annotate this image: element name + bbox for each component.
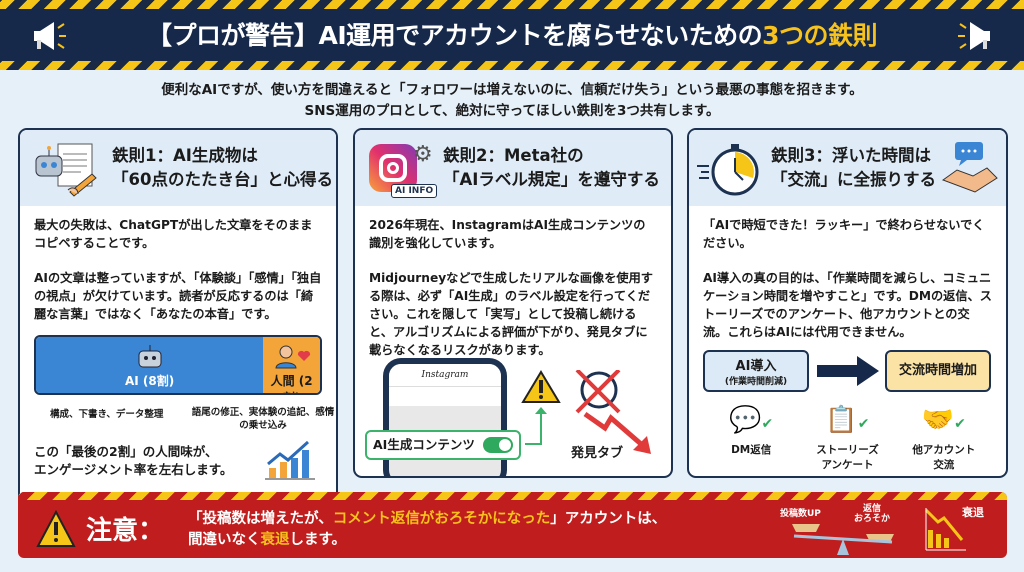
decline-chart-icon bbox=[924, 508, 966, 551]
hazard-stripe bbox=[18, 492, 1007, 500]
flow-ai-adoption-box: AI導入(作業時間削減) bbox=[703, 350, 809, 392]
robot-writing-icon bbox=[35, 143, 97, 197]
caution-banner: 注意： 「投稿数は増えたが、コメント返信がおろそかになった」アカウントは、 間違… bbox=[18, 492, 1007, 558]
person-heart-icon bbox=[275, 345, 310, 369]
hazard-stripe-top bbox=[0, 0, 1024, 9]
rule-2-card: ⚙ AI INFO 鉄則2：Meta社の「AIラベル規定」を遵守する 2026年… bbox=[353, 128, 673, 478]
rule-1-paragraph: 最大の失敗は、ChatGPTが出した文章をそのままコピペすることです。 bbox=[34, 218, 313, 250]
gear-icon: ⚙ bbox=[413, 142, 433, 167]
handshake-icon: 🤝✔ bbox=[921, 405, 966, 435]
chat-handshake-icon bbox=[941, 142, 998, 193]
scale-left-label: 投稿数UP bbox=[780, 509, 821, 519]
warning-icon bbox=[36, 510, 76, 547]
rule-3-header: 鉄則3：浮いた時間は「交流」に全振りする bbox=[689, 130, 1006, 206]
rule-3-body: 「AIで時短できた！ラッキー」で終わらせないでください。 AI導入の真の目的は、… bbox=[689, 206, 1006, 341]
ai-human-ratio-bar: AI (8割) 人間 (2割) bbox=[34, 335, 322, 395]
ai-info-badge: AI INFO bbox=[391, 184, 438, 198]
intro-line-1: 便利なAIですが、使い方を間違えると「フォロワーは増えないのに、信頼だけ失う」と… bbox=[161, 82, 863, 98]
action-stories-poll: 📋✔ストーリーズアンケート bbox=[802, 402, 892, 472]
caution-label: 注意： bbox=[86, 516, 165, 546]
action-list: 💬✔DM返信 📋✔ストーリーズアンケート 🤝✔他アカウント交流 bbox=[689, 402, 1006, 472]
rule-2-paragraph: 2026年現在、InstagramはAI生成コンテンツの識別を強化しています。 bbox=[369, 218, 646, 250]
chat-bubble-icon: 💬✔ bbox=[729, 405, 774, 435]
ai-content-toggle[interactable] bbox=[483, 437, 513, 453]
flow-interaction-box: 交流時間増加 bbox=[885, 350, 991, 392]
ai-tasks-label: 構成、下書き、データ整理 bbox=[50, 409, 164, 420]
discover-tab-label: 発見タブ bbox=[571, 446, 624, 461]
rule-1-header: 鉄則1：AI生成物は「60点のたたき台」と心得る bbox=[20, 130, 336, 206]
human-tasks-label: 語尾の修正、実体験の追記、感情の乗せ込み bbox=[191, 407, 335, 431]
rule-2-body: 2026年現在、InstagramはAI生成コンテンツの識別を強化しています。 … bbox=[355, 206, 671, 359]
stopwatch-icon bbox=[697, 144, 759, 196]
rule-1-body: 最大の失敗は、ChatGPTが出した文章をそのままコピペすることです。 AIの文… bbox=[20, 206, 336, 323]
rule-2-title: 鉄則2：Meta社の「AIラベル規定」を遵守する bbox=[443, 146, 660, 189]
megaphone-icon bbox=[34, 22, 66, 50]
ai-share-segment: AI (8割) bbox=[36, 337, 264, 393]
header-banner: 【プロが警告】AI運用でアカウントを腐らせないための3つの鉄則 bbox=[0, 0, 1024, 70]
phone-poll-icon: 📋✔ bbox=[825, 405, 870, 435]
intro-line-2: SNS運用のプロとして、絶対に守ってほしい鉄則を3つ共有します。 bbox=[304, 103, 720, 119]
toggle-label: AI生成コンテンツ bbox=[373, 437, 475, 452]
action-account-interaction: 🤝✔他アカウント交流 bbox=[899, 402, 989, 472]
decline-label: 衰退 bbox=[962, 506, 984, 519]
rule-1-title: 鉄則1：AI生成物は「60点のたたき台」と心得る bbox=[112, 146, 333, 189]
rule-1-paragraph: AIの文章は整っていますが、「体験談」「感情」「独自の視点」が欠けています。読者… bbox=[34, 271, 322, 321]
discover-declining-icon bbox=[575, 370, 651, 454]
rule-2-paragraph: Midjourneyなどで生成したリアルな画像を使用する際は、必ず「AI生成」の… bbox=[369, 271, 653, 357]
balance-scale-icon bbox=[792, 524, 894, 555]
rule-3-paragraph: AI導入の真の目的は、「作業時間を減らし、コミュニケーション時間を増やすこと」で… bbox=[703, 271, 992, 339]
human-share-segment: 人間 (2割) bbox=[263, 337, 320, 393]
page-title: 【プロが警告】AI運用でアカウントを腐らせないための3つの鉄則 bbox=[146, 21, 878, 50]
phone-mockup: Instagram bbox=[383, 358, 507, 476]
megaphone-icon bbox=[958, 22, 990, 50]
scale-right-label: 返信おろそか bbox=[854, 504, 891, 524]
robot-icon bbox=[138, 345, 162, 368]
hazard-stripe-bottom bbox=[0, 61, 1024, 70]
ai-content-toggle-row: AI生成コンテンツ bbox=[365, 430, 521, 460]
right-arrow-icon bbox=[817, 356, 879, 386]
warning-arrow-icon bbox=[521, 370, 561, 445]
rule-1-conclusion: この「最後の2割」の人間味が、エンゲージメント率を左右します。 bbox=[34, 444, 233, 477]
growth-chart-icon bbox=[265, 440, 315, 480]
rule-2-header: ⚙ AI INFO 鉄則2：Meta社の「AIラベル規定」を遵守する bbox=[355, 130, 671, 206]
phone-app-name: Instagram bbox=[389, 364, 501, 386]
rule-3-paragraph: 「AIで時短できた！ラッキー」で終わらせないでください。 bbox=[703, 218, 985, 250]
action-dm-reply: 💬✔DM返信 bbox=[706, 402, 796, 472]
rule-3-title: 鉄則3：浮いた時間は「交流」に全振りする bbox=[771, 146, 936, 189]
rule-1-card: 鉄則1：AI生成物は「60点のたたき台」と心得る 最大の失敗は、ChatGPTが… bbox=[18, 128, 338, 508]
rule-3-card: 鉄則3：浮いた時間は「交流」に全振りする 「AIで時短できた！ラッキー」で終わら… bbox=[687, 128, 1008, 478]
caution-text: 「投稿数は増えたが、コメント返信がおろそかになった」アカウントは、 間違いなく衰… bbox=[188, 511, 667, 548]
intro-text: 便利なAIですが、使い方を間違えると「フォロワーは増えないのに、信頼だけ失う」と… bbox=[0, 80, 1024, 122]
